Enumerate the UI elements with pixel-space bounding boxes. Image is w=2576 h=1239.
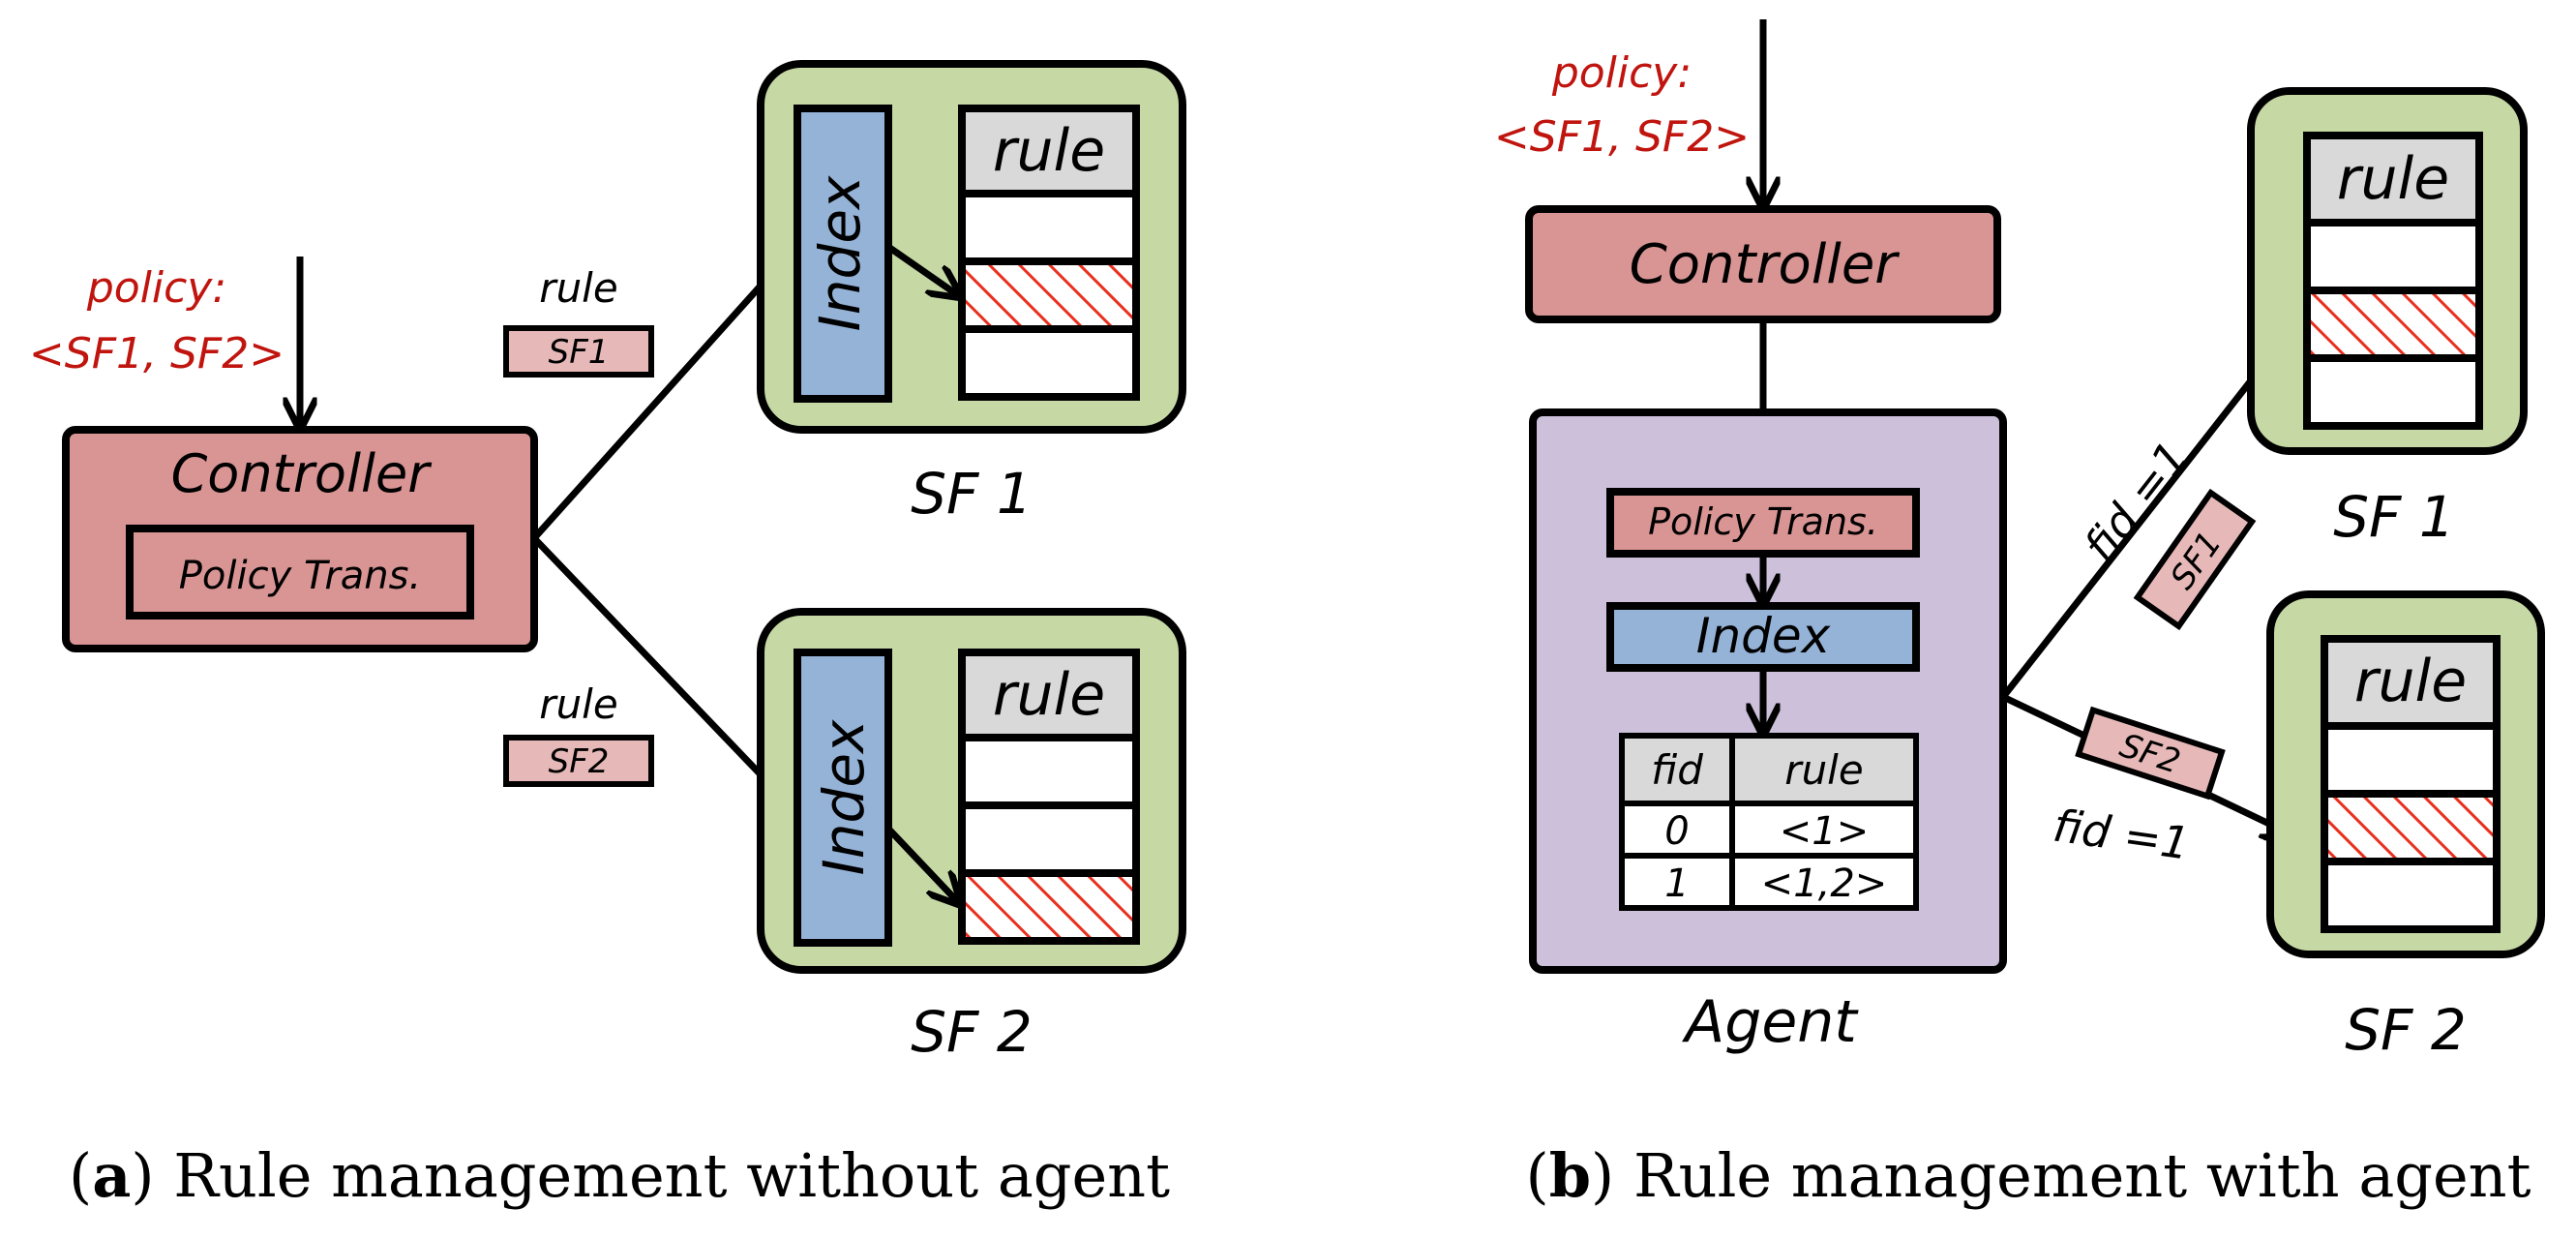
panel-a-caption-letter: a [92,1140,131,1211]
panel-b-policy-line1: policy: [1551,48,1692,98]
panel-b-fid-label-2: fid =1 [2050,800,2192,870]
panel-b-table-row-0-rule-value: <1> [1780,809,1869,854]
panel-a-sf2-name: SF 2 [911,999,1033,1065]
panel-b-caption: (b) Rule management with agent [1525,1140,2531,1211]
panel-a-sf2-rule-row-3-matched [958,869,1140,945]
panel-a-tag-sf2: SF2 [549,742,610,781]
panel-a-caption-text: Rule management without agent [155,1140,1171,1211]
panel-b-tag-sf2: SF2 [2075,706,2226,801]
panel-a-sf2-rule-row-1 [958,734,1140,809]
panel-b-sf2-rule-row-3 [2321,858,2501,933]
panel-a-sf1-rule-header-label: rule [993,117,1105,185]
panel-a-sf1-index-arrow [886,244,958,295]
panel-a-sf2-rule-header [958,649,1140,741]
panel-b-sf1-rule-header-label: rule [2337,145,2449,213]
panel-b-tag-sf1-box [2133,488,2257,631]
panel-a-caption: (a) Rule management without agent [69,1140,1170,1211]
panel-b-sf1-rule-row-3 [2303,354,2483,430]
panel-a-policy-trans-label: Policy Trans. [179,554,421,598]
panel-a-tag-sf1-box [503,325,654,378]
panel-b-sf1-rule-row-1 [2303,219,2483,294]
panel-a-sf1: Index rule SF 1 [757,60,1186,527]
panel-b-index-box [1606,602,1920,672]
panel-b-table-row-0-fid-value: 0 [1664,809,1689,854]
panel-a-tag-sf2-box [503,735,654,787]
panel-b-sf2: rule SF 2 [2266,590,2545,1063]
panel-a-sf2-rule-header-label: rule [993,661,1105,729]
panel-b-table-row-1-rule [1729,853,1919,911]
panel-b-table-header-rule [1729,733,1919,806]
panel-b-fid-table: fid rule 0 <1> 1 <1,2> [1619,733,1919,911]
panel-b-caption-letter: b [1549,1140,1591,1211]
panel-b-table-row-0-fid [1619,801,1735,859]
panel-a-policy-line2: <SF1, SF2> [29,329,285,378]
panel-a-arrow-to-sf2 [531,535,799,815]
panel-b-agent-label: Agent [1681,988,1859,1056]
panel-a-sf1-rule-row-1 [958,190,1140,265]
panel-a-sf1-name: SF 1 [911,461,1033,527]
panel-b-table-row-1-fid-value: 1 [1664,861,1689,906]
panel-a-sf1-index-label: Index [807,175,873,331]
panel-b-table-row-1-fid [1619,853,1735,911]
panel-a-controller-label: Controller [171,443,433,504]
panel-b-sf2-rule-row-1 [2321,722,2501,798]
panel-a-rule-label-2: rule [539,680,617,728]
panel-b-index-label: Index [1696,608,1831,664]
panel-b-policy-line2: <SF1, SF2> [1494,112,1750,162]
panel-b-sf2-name: SF 2 [2345,997,2467,1063]
panel-b-caption-text: Rule management with agent [1614,1140,2531,1211]
panel-b-controller-label: Controller [1630,233,1901,296]
panel-a-policy-trans-box [126,525,474,620]
panel-b-table-header-fid-label: fid [1651,746,1703,794]
panel-a: policy: <SF1, SF2> Controller Policy Tra… [29,60,1186,1211]
panel-a-sf1-rule-row-2-matched [958,257,1140,333]
panel-a-sf2-index-box [794,649,892,947]
panel-b: policy: <SF1, SF2> Controller Policy Tra… [1494,19,2545,1211]
panel-b-table-header-fid [1619,733,1735,806]
panel-b-sf1-rule-row-2-matched [2303,287,2483,362]
panel-b-table-row-0-rule [1729,801,1919,859]
panel-a-sf1-rule-row-3 [958,325,1140,401]
panel-b-policy-trans-label: Policy Trans. [1648,500,1878,543]
panel-b-sf2-rule-row-2-matched [2321,790,2501,865]
panel-b-table-header-rule-label: rule [1784,746,1863,794]
panel-a-arrow-to-sf1 [531,247,795,541]
panel-a-policy-line1: policy: [86,263,226,313]
panel-a-tag-sf1: SF1 [549,333,610,372]
panel-b-sf1-name: SF 1 [2333,484,2455,550]
panel-b-table-row-1-rule-value: <1,2> [1761,861,1888,906]
panel-b-tag-sf2-box [2075,706,2226,801]
panel-a-sf2-index-arrow [885,826,958,902]
panel-a-sf1-index-box [794,105,892,403]
panel-a-sf2-rule-row-2 [958,801,1140,877]
panel-a-rule-label-1: rule [539,264,617,312]
panel-a-sf2: Index rule SF 2 [757,608,1186,1065]
panel-b-sf1: rule SF 1 [2247,87,2528,550]
panel-a-sf2-index-label: Index [811,719,877,875]
panel-b-sf2-rule-header-label: rule [2354,648,2467,715]
